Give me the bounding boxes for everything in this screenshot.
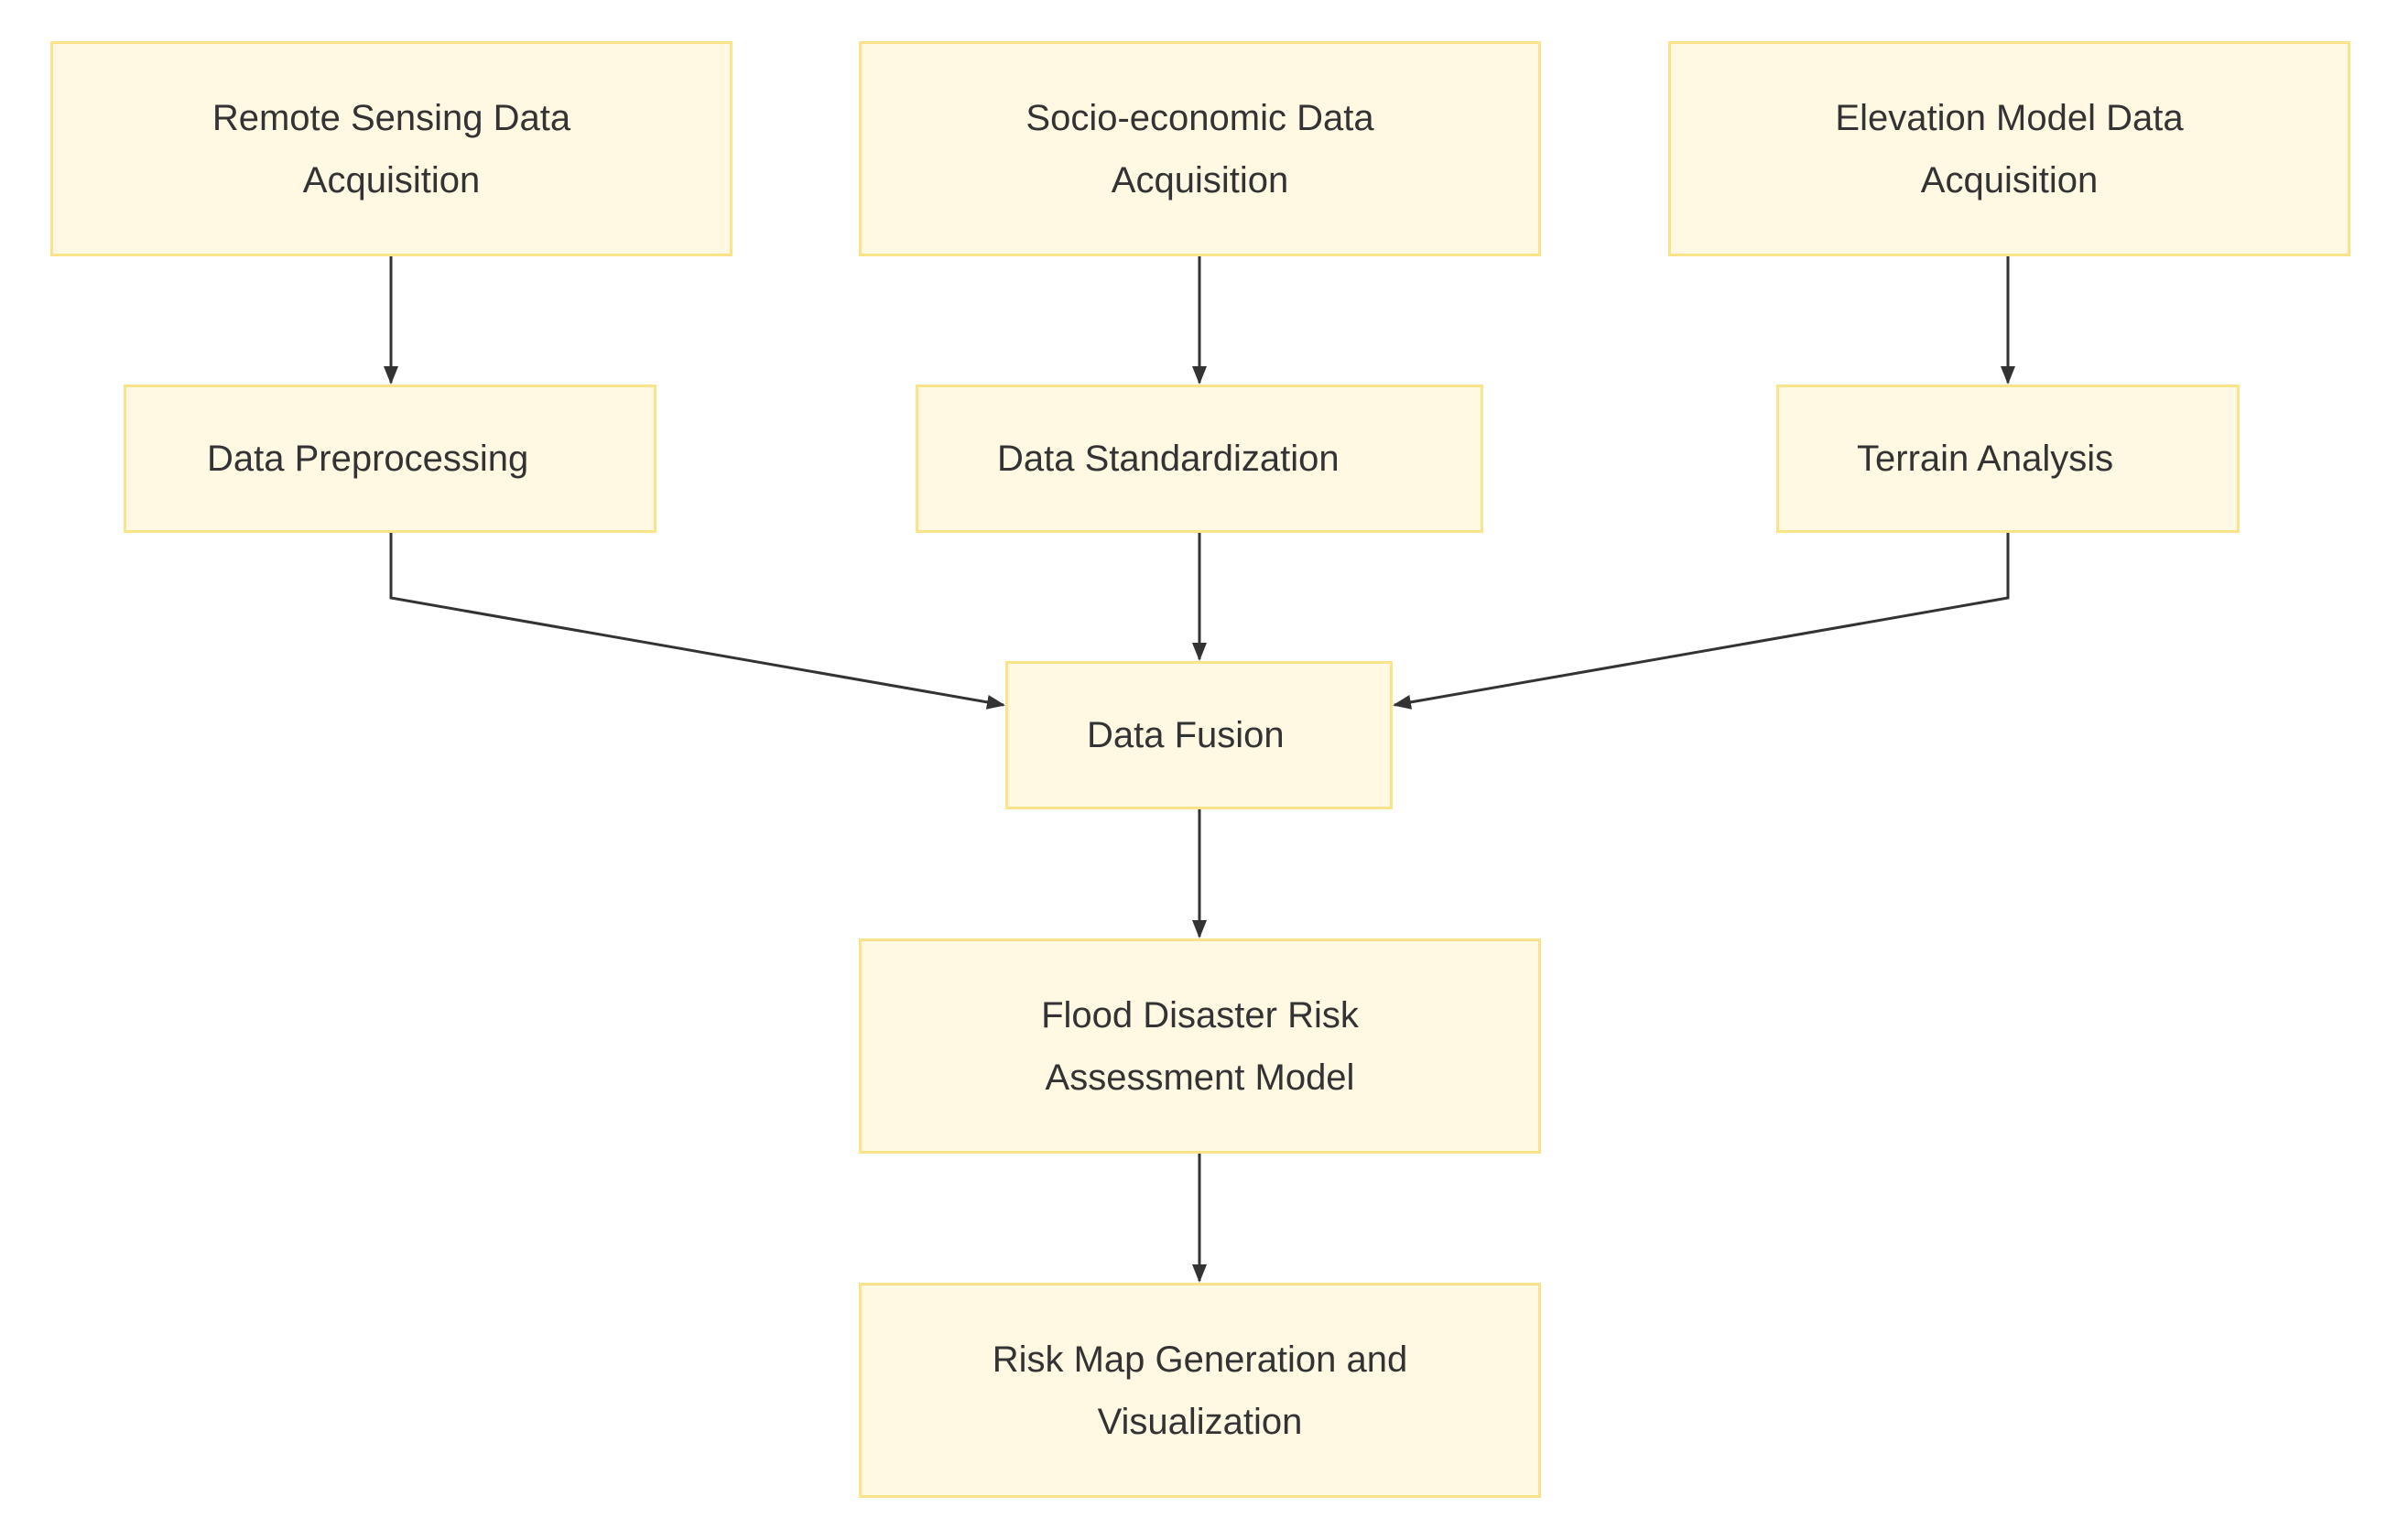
node-label: Remote Sensing Data Acquisition: [212, 97, 571, 201]
node-socio-economic-data-acquisition[interactable]: Socio-economic Data Acquisition: [859, 41, 1541, 256]
node-risk-map-generation-and-visualization[interactable]: Risk Map Generation and Visualization: [859, 1283, 1541, 1498]
node-label: Elevation Model Data Acquisition: [1835, 97, 2184, 201]
node-label: Terrain Analysis: [1857, 439, 2114, 479]
node-label: Data Standardization: [997, 439, 1340, 479]
node-elevation-model-data-acquisition[interactable]: Elevation Model Data Acquisition: [1668, 41, 2350, 256]
node-label: Flood Disaster Risk Assessment Model: [1041, 994, 1359, 1098]
node-remote-sensing-data-acquisition[interactable]: Remote Sensing Data Acquisition: [50, 41, 732, 256]
edge-preprocessing-to-fusion: [389, 533, 1005, 710]
node-data-standardization[interactable]: Data Standardization: [916, 385, 1483, 533]
edge-terrain-to-fusion: [1393, 533, 2010, 710]
node-flood-disaster-risk-assessment-model[interactable]: Flood Disaster Risk Assessment Model: [859, 938, 1541, 1154]
node-label: Risk Map Generation and Visualization: [992, 1339, 1408, 1442]
node-label: Socio-economic Data Acquisition: [1025, 97, 1374, 201]
node-label: Data Fusion: [1087, 715, 1285, 755]
node-label: Data Preprocessing: [207, 439, 529, 479]
node-terrain-analysis[interactable]: Terrain Analysis: [1776, 385, 2240, 533]
node-data-preprocessing[interactable]: Data Preprocessing: [124, 385, 656, 533]
node-data-fusion[interactable]: Data Fusion: [1005, 661, 1393, 809]
